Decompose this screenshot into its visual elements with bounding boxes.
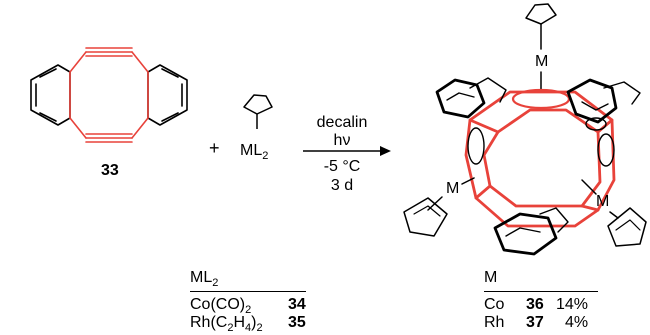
product-row-co-metal: Co xyxy=(484,296,505,313)
ligand-table-header: ML2 xyxy=(190,270,218,289)
ligand-row-rh-sub2: 4 xyxy=(245,322,252,335)
ligand-row-rh-part2: H xyxy=(233,314,246,331)
condition-light: hν xyxy=(333,132,351,149)
product-row-co-number: 36 xyxy=(526,296,544,313)
cp-ligand-reagent xyxy=(243,94,273,129)
ligand-row-co-number: 34 xyxy=(288,296,306,313)
product-metal-left: M xyxy=(446,180,460,197)
upper-right-benzene xyxy=(566,78,618,131)
upper-left-cp-fragment xyxy=(469,77,507,103)
left-benzene-ring xyxy=(30,64,71,126)
product-row-rh-yield: 4% xyxy=(565,314,589,331)
ligand-row-rh-sub3: 2 xyxy=(256,322,263,335)
macrocycle-core xyxy=(464,90,616,228)
condition-temperature: -5 °C xyxy=(323,158,361,175)
upper-right-cp-fragment xyxy=(603,81,641,105)
ligand-row-co-formula: Co(CO)2 xyxy=(190,297,251,316)
ligand-table-header-sub: 2 xyxy=(212,277,219,290)
product-metal-right: M xyxy=(596,193,610,210)
product-metal-top: M xyxy=(535,53,549,70)
condition-solvent: decalin xyxy=(316,114,368,131)
upper-left-benzene xyxy=(435,78,486,119)
left-inner-ring xyxy=(467,127,485,165)
ligand-row-co-formula-text: Co(CO) xyxy=(190,296,246,313)
reactant-33-structure xyxy=(30,47,188,143)
reagent-formula-sub: 2 xyxy=(262,150,269,163)
ligand-row-rh-formula: Rh(C2H4)2 xyxy=(190,315,263,334)
ligand-row-co-formula-sub: 2 xyxy=(245,304,252,317)
bottom-benzene xyxy=(493,212,558,256)
ligand-table-rule xyxy=(190,291,306,292)
product-table-header: M xyxy=(484,269,498,286)
top-cp-ring xyxy=(525,3,557,91)
reaction-arrow xyxy=(303,146,391,156)
right-inner-ring xyxy=(597,133,615,167)
top-metallocycle xyxy=(511,88,571,110)
product-row-rh-metal: Rh xyxy=(484,314,505,331)
ligand-row-rh-number: 35 xyxy=(288,314,306,331)
condition-time: 3 d xyxy=(330,177,354,194)
reagent-formula: ML2 xyxy=(240,143,268,162)
ligand-row-rh-part3: ) xyxy=(251,314,257,331)
reactant-compound-number: 33 xyxy=(101,162,119,179)
product-row-rh-number: 37 xyxy=(526,314,544,331)
ligand-row-rh-part1: Rh(C xyxy=(190,314,228,331)
plus-sign: + xyxy=(209,138,220,158)
reagent-formula-base: ML xyxy=(240,142,263,159)
left-cp-ring xyxy=(403,197,448,237)
diyne-ring-bonds xyxy=(69,47,149,143)
product-table-rule xyxy=(484,291,598,292)
right-metal-bond xyxy=(581,179,619,219)
ligand-table-header-base: ML xyxy=(190,269,213,286)
product-structure xyxy=(403,3,647,256)
bottom-cp-fragment xyxy=(539,207,569,233)
ligand-row-rh-sub1: 2 xyxy=(227,322,234,335)
right-benzene-ring xyxy=(147,64,188,126)
right-cp-ring xyxy=(607,207,647,247)
product-row-co-yield: 14% xyxy=(556,296,589,313)
